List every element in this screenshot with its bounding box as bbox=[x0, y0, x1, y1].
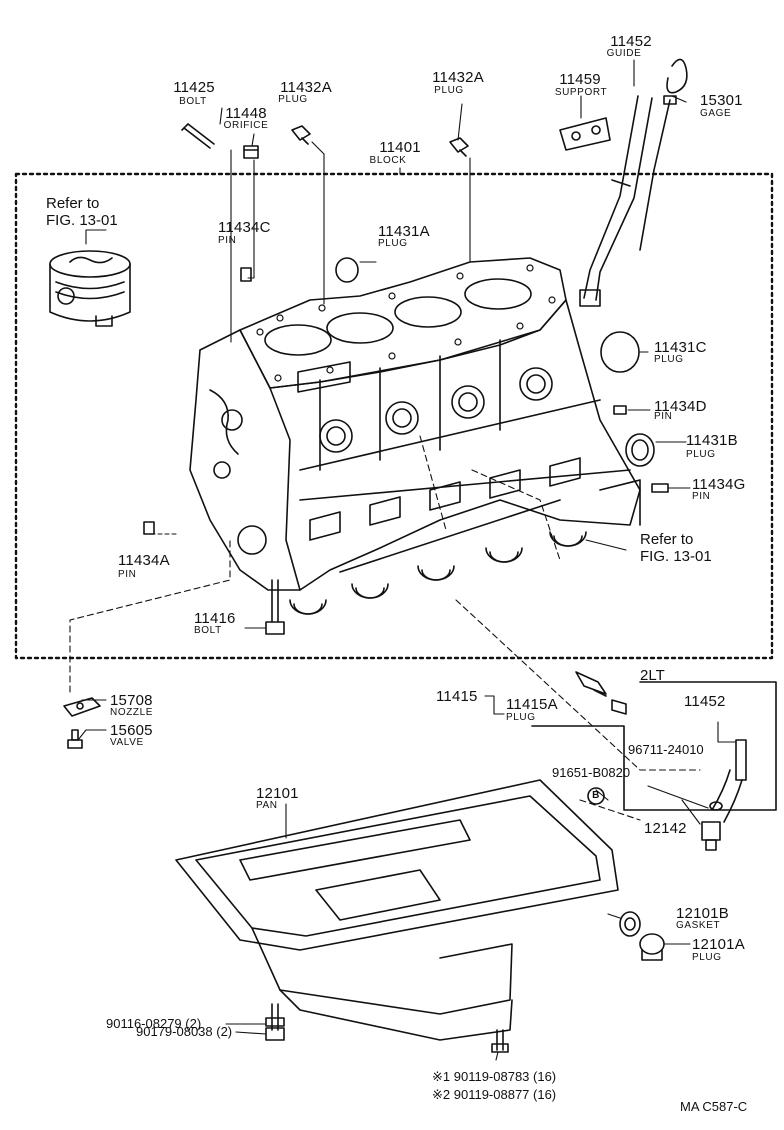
main-bearings-illustration bbox=[289, 531, 587, 615]
pipe-96711-shape bbox=[711, 739, 747, 823]
nut-90179-shape bbox=[265, 1027, 285, 1041]
pin-11434C-shape bbox=[240, 267, 252, 282]
oil-level-gage-shape bbox=[639, 58, 688, 251]
dipstick-guide-shape bbox=[579, 95, 653, 307]
label-90119-2: ※2 90119-08877 (16) bbox=[432, 1087, 557, 1102]
plug-11432A-right-shape bbox=[449, 137, 469, 157]
label-15708-number: 15708 bbox=[110, 692, 153, 709]
label-11425-number: 11425 bbox=[173, 79, 215, 96]
union-12142-shape bbox=[701, 821, 721, 851]
label-11431C-number: 11431C bbox=[654, 339, 707, 356]
label-11452-2lt-number: 11452 bbox=[684, 693, 726, 710]
circle-b-marker bbox=[587, 787, 605, 805]
label-11431C-name: PLUG bbox=[654, 354, 684, 365]
label-90119-1: ※1 90119-08783 (16) bbox=[432, 1069, 557, 1084]
label-11432A-right-number: 11432A bbox=[432, 69, 484, 86]
orifice-11448-shape bbox=[243, 145, 259, 159]
label-2lt: 2LT bbox=[640, 667, 665, 684]
label-15708-name: NOZZLE bbox=[110, 707, 154, 718]
block-assembly-frame bbox=[14, 172, 774, 660]
label-11459-number: 11459 bbox=[559, 71, 601, 88]
circle-b-letter: B bbox=[592, 790, 600, 801]
label-11416-number: 11416 bbox=[194, 610, 236, 627]
label-11448-number: 11448 bbox=[225, 105, 267, 122]
label-11425-name: BOLT bbox=[179, 96, 207, 107]
label-96711: 96711-24010 bbox=[628, 742, 704, 757]
nozzle-15708-shape bbox=[63, 697, 101, 717]
label-15301-number: 15301 bbox=[700, 92, 743, 109]
ref-left-line2: FIG. 13-01 bbox=[46, 212, 118, 229]
piston-illustration bbox=[49, 250, 131, 327]
label-91651: 91651-B0820 bbox=[552, 765, 631, 780]
label-11452-guide-name: GUIDE bbox=[606, 48, 642, 59]
plug-11431A-shape bbox=[335, 257, 359, 283]
support-11459-shape bbox=[559, 117, 611, 151]
stud-90116-shape bbox=[265, 1003, 285, 1031]
label-11415-number: 11415 bbox=[436, 688, 478, 705]
label-11415A-number: 11415A bbox=[506, 696, 558, 713]
label-15301-name: GAGE bbox=[700, 108, 732, 119]
label-11401-name: BLOCK bbox=[369, 155, 407, 166]
label-11432A-left-number: 11432A bbox=[280, 79, 332, 96]
label-90116: 90116-08279 (2) bbox=[106, 1016, 202, 1031]
pin-11434G-shape bbox=[651, 483, 669, 493]
label-90179: 90179-08038 (2) bbox=[136, 1024, 233, 1039]
footer-code: MA C587-C bbox=[680, 1099, 748, 1114]
oil-pan-illustration bbox=[175, 779, 619, 1041]
variant-2lt-bracket bbox=[531, 681, 777, 811]
label-12101B-name: GASKET bbox=[676, 920, 721, 931]
label-11448-name: ORIFICE bbox=[223, 120, 269, 131]
ref-left-line1: Refer to bbox=[46, 195, 100, 212]
label-11434A-number: 11434A bbox=[118, 552, 170, 569]
cylinder-block-illustration bbox=[189, 257, 641, 591]
plug-11431B-shape bbox=[625, 433, 655, 467]
label-11434A-name: PIN bbox=[118, 569, 137, 580]
label-11452-guide-number: 11452 bbox=[610, 33, 652, 50]
plug-11415-shape bbox=[575, 671, 607, 697]
bolt-11425-shape bbox=[181, 123, 215, 149]
label-12101A-number: 12101A bbox=[692, 936, 745, 953]
bolt-11416-shape bbox=[265, 579, 285, 635]
ref-right-line2: FIG. 13-01 bbox=[640, 548, 712, 565]
label-11431B-number: 11431B bbox=[686, 432, 738, 449]
ref-right-line1: Refer to bbox=[640, 531, 694, 548]
label-11434D-number: 11434D bbox=[654, 398, 707, 415]
label-11459-name: SUPPORT bbox=[554, 87, 608, 98]
label-15605-number: 15605 bbox=[110, 722, 153, 739]
label-11434G-number: 11434G bbox=[692, 476, 746, 493]
label-11431B-name: PLUG bbox=[686, 449, 716, 460]
label-11401-number: 11401 bbox=[379, 139, 421, 156]
label-12101-number: 12101 bbox=[256, 785, 299, 802]
plug-11432A-left-shape bbox=[291, 125, 311, 145]
oring-shape bbox=[709, 801, 723, 811]
label-11434C-number: 11434C bbox=[218, 219, 271, 236]
pin-11434A-shape bbox=[143, 521, 155, 535]
label-11434G-name: PIN bbox=[692, 491, 711, 502]
label-11432A-left-name: PLUG bbox=[278, 94, 308, 105]
label-11415A-name: PLUG bbox=[506, 712, 536, 723]
gasket-12101B-shape bbox=[619, 911, 641, 937]
label-11431A-number: 11431A bbox=[378, 223, 430, 240]
label-12101B-number: 12101B bbox=[676, 905, 729, 922]
label-15605-name: VALVE bbox=[110, 737, 144, 748]
label-11416-name: BOLT bbox=[194, 625, 222, 636]
label-12101-name: PAN bbox=[256, 800, 278, 811]
label-12101A-name: PLUG bbox=[692, 952, 722, 963]
plug-11431C-shape bbox=[600, 331, 640, 373]
label-11432A-right-name: PLUG bbox=[434, 85, 464, 96]
label-11434D-name: PIN bbox=[654, 411, 673, 422]
plug-11415A-shape bbox=[611, 699, 627, 715]
valve-15605-shape bbox=[67, 729, 83, 749]
plug-12101A-shape bbox=[639, 933, 665, 961]
label-11431A-name: PLUG bbox=[378, 238, 408, 249]
pin-11434D-shape bbox=[613, 405, 627, 415]
label-11434C-name: PIN bbox=[218, 235, 237, 246]
label-12142-number: 12142 bbox=[644, 820, 687, 837]
bolt-90119-shape bbox=[491, 1029, 509, 1053]
